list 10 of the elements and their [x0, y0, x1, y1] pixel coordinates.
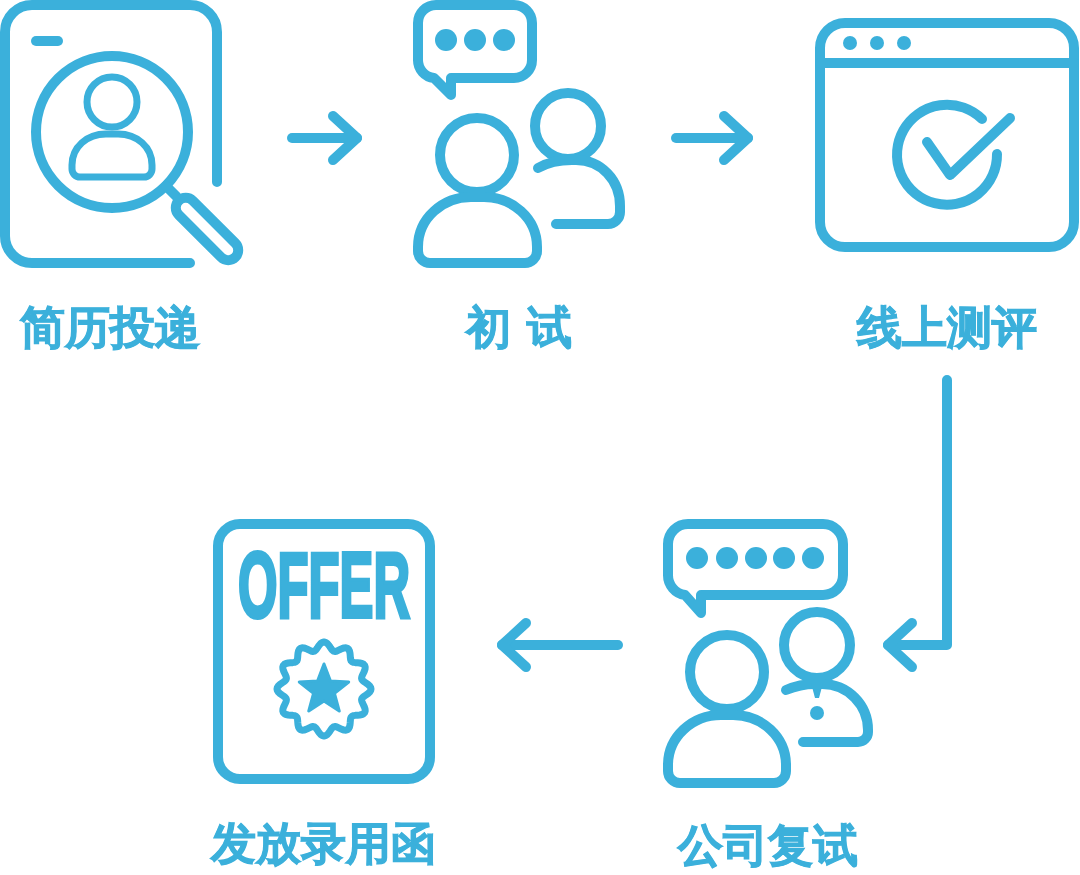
step-label: 线上测评	[857, 304, 1037, 352]
step-label: 公司复试	[678, 822, 858, 870]
arrow	[883, 375, 952, 672]
arrow	[671, 111, 753, 165]
arrow	[497, 618, 623, 672]
step-label: 发放录用函	[210, 820, 436, 868]
arrow	[287, 111, 362, 165]
step-label: 简历投递	[20, 304, 200, 352]
document-title: OFFER	[238, 553, 411, 617]
step-label: 初 试	[466, 304, 572, 352]
